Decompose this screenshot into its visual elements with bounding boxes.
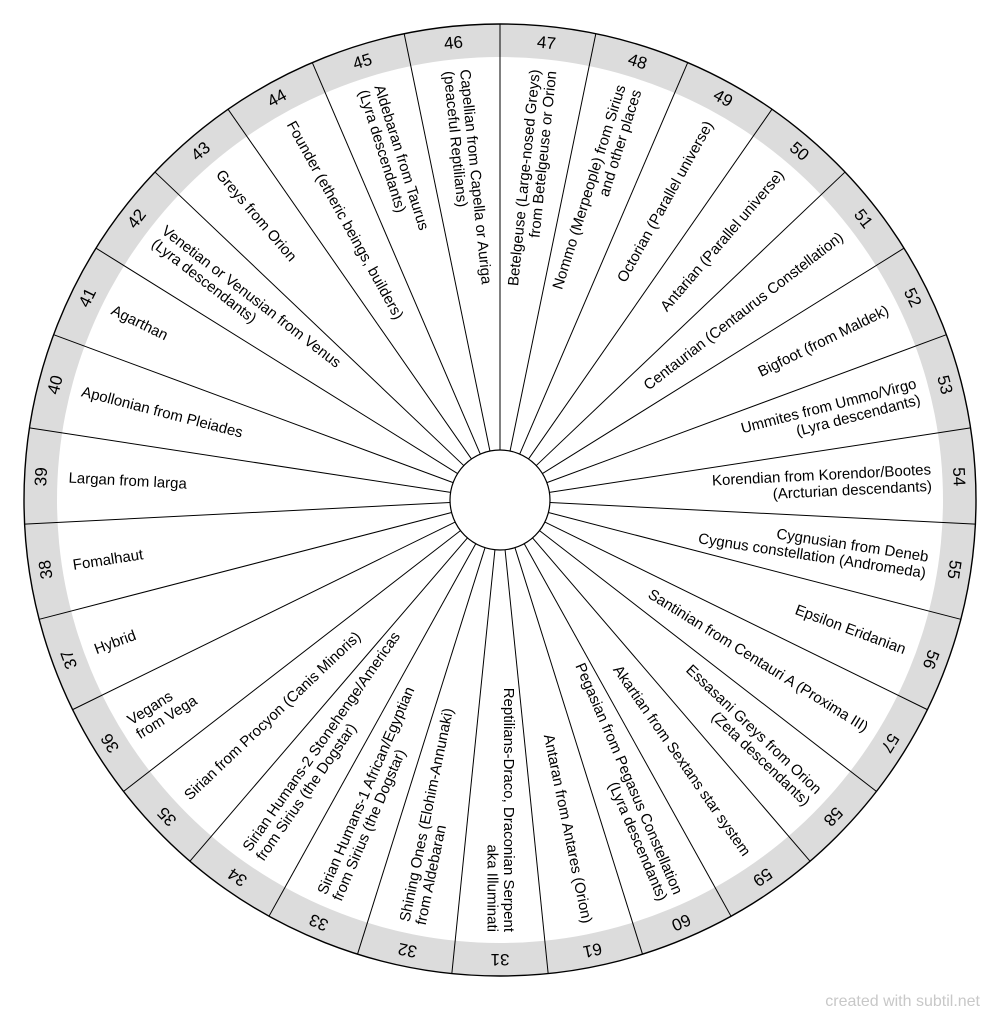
sector-label-line: aka Illuminati	[483, 844, 500, 932]
sector-label: Largan from larga	[68, 470, 188, 493]
spoke-line	[29, 427, 451, 493]
sector-number: 38	[35, 559, 57, 581]
spoke-line	[548, 512, 961, 620]
sector-number: 55	[943, 559, 965, 581]
spoke-line	[268, 543, 477, 917]
spoke-line	[509, 33, 597, 452]
sector-label-line: Largan from larga	[68, 470, 188, 493]
spoke-line	[123, 530, 461, 792]
spoke-line	[544, 521, 928, 711]
outer-border	[23, 23, 977, 977]
spoke-line	[539, 530, 877, 792]
spoke-line	[403, 33, 491, 452]
spoke-line	[24, 502, 451, 525]
spoke-line	[549, 502, 976, 525]
sector-number: 45	[351, 50, 375, 74]
spoke-line	[39, 512, 452, 620]
spoke-line	[535, 171, 846, 466]
spokes	[24, 24, 976, 974]
sector-number: 46	[443, 32, 464, 53]
sector-number: 61	[581, 939, 603, 961]
sector-number: 31	[491, 950, 510, 969]
sector-number: 48	[626, 50, 650, 74]
spoke-line	[357, 547, 486, 955]
spoke-line	[528, 109, 773, 460]
sector-number: 39	[31, 467, 51, 487]
sector-number: 54	[949, 467, 969, 487]
spoke-line	[311, 62, 481, 455]
spoke-line	[542, 247, 905, 474]
spoke-line	[189, 537, 468, 862]
spoke-line	[532, 537, 811, 862]
spoke-line	[227, 109, 472, 460]
spoke-line	[154, 171, 465, 466]
hub-circle	[449, 449, 551, 551]
spoke-line	[53, 334, 454, 484]
credit-text: created with subtil.net	[825, 993, 980, 1010]
spoke-line	[523, 543, 732, 917]
spoke-line	[504, 549, 549, 974]
sector-label-line: Reptilians-Draco, Draconian Serpent	[500, 688, 517, 933]
spoke-line	[549, 427, 971, 493]
sector-number: 40	[44, 373, 67, 396]
sector-number: 47	[536, 32, 557, 53]
spoke-line	[95, 247, 458, 474]
spoke-line	[519, 62, 689, 455]
spoke-line	[514, 547, 643, 955]
spoke-line	[72, 521, 456, 711]
spoke-line	[546, 334, 947, 484]
sector-number: 32	[396, 939, 418, 961]
spoke-line	[451, 549, 496, 974]
sector-number: 53	[933, 373, 956, 396]
